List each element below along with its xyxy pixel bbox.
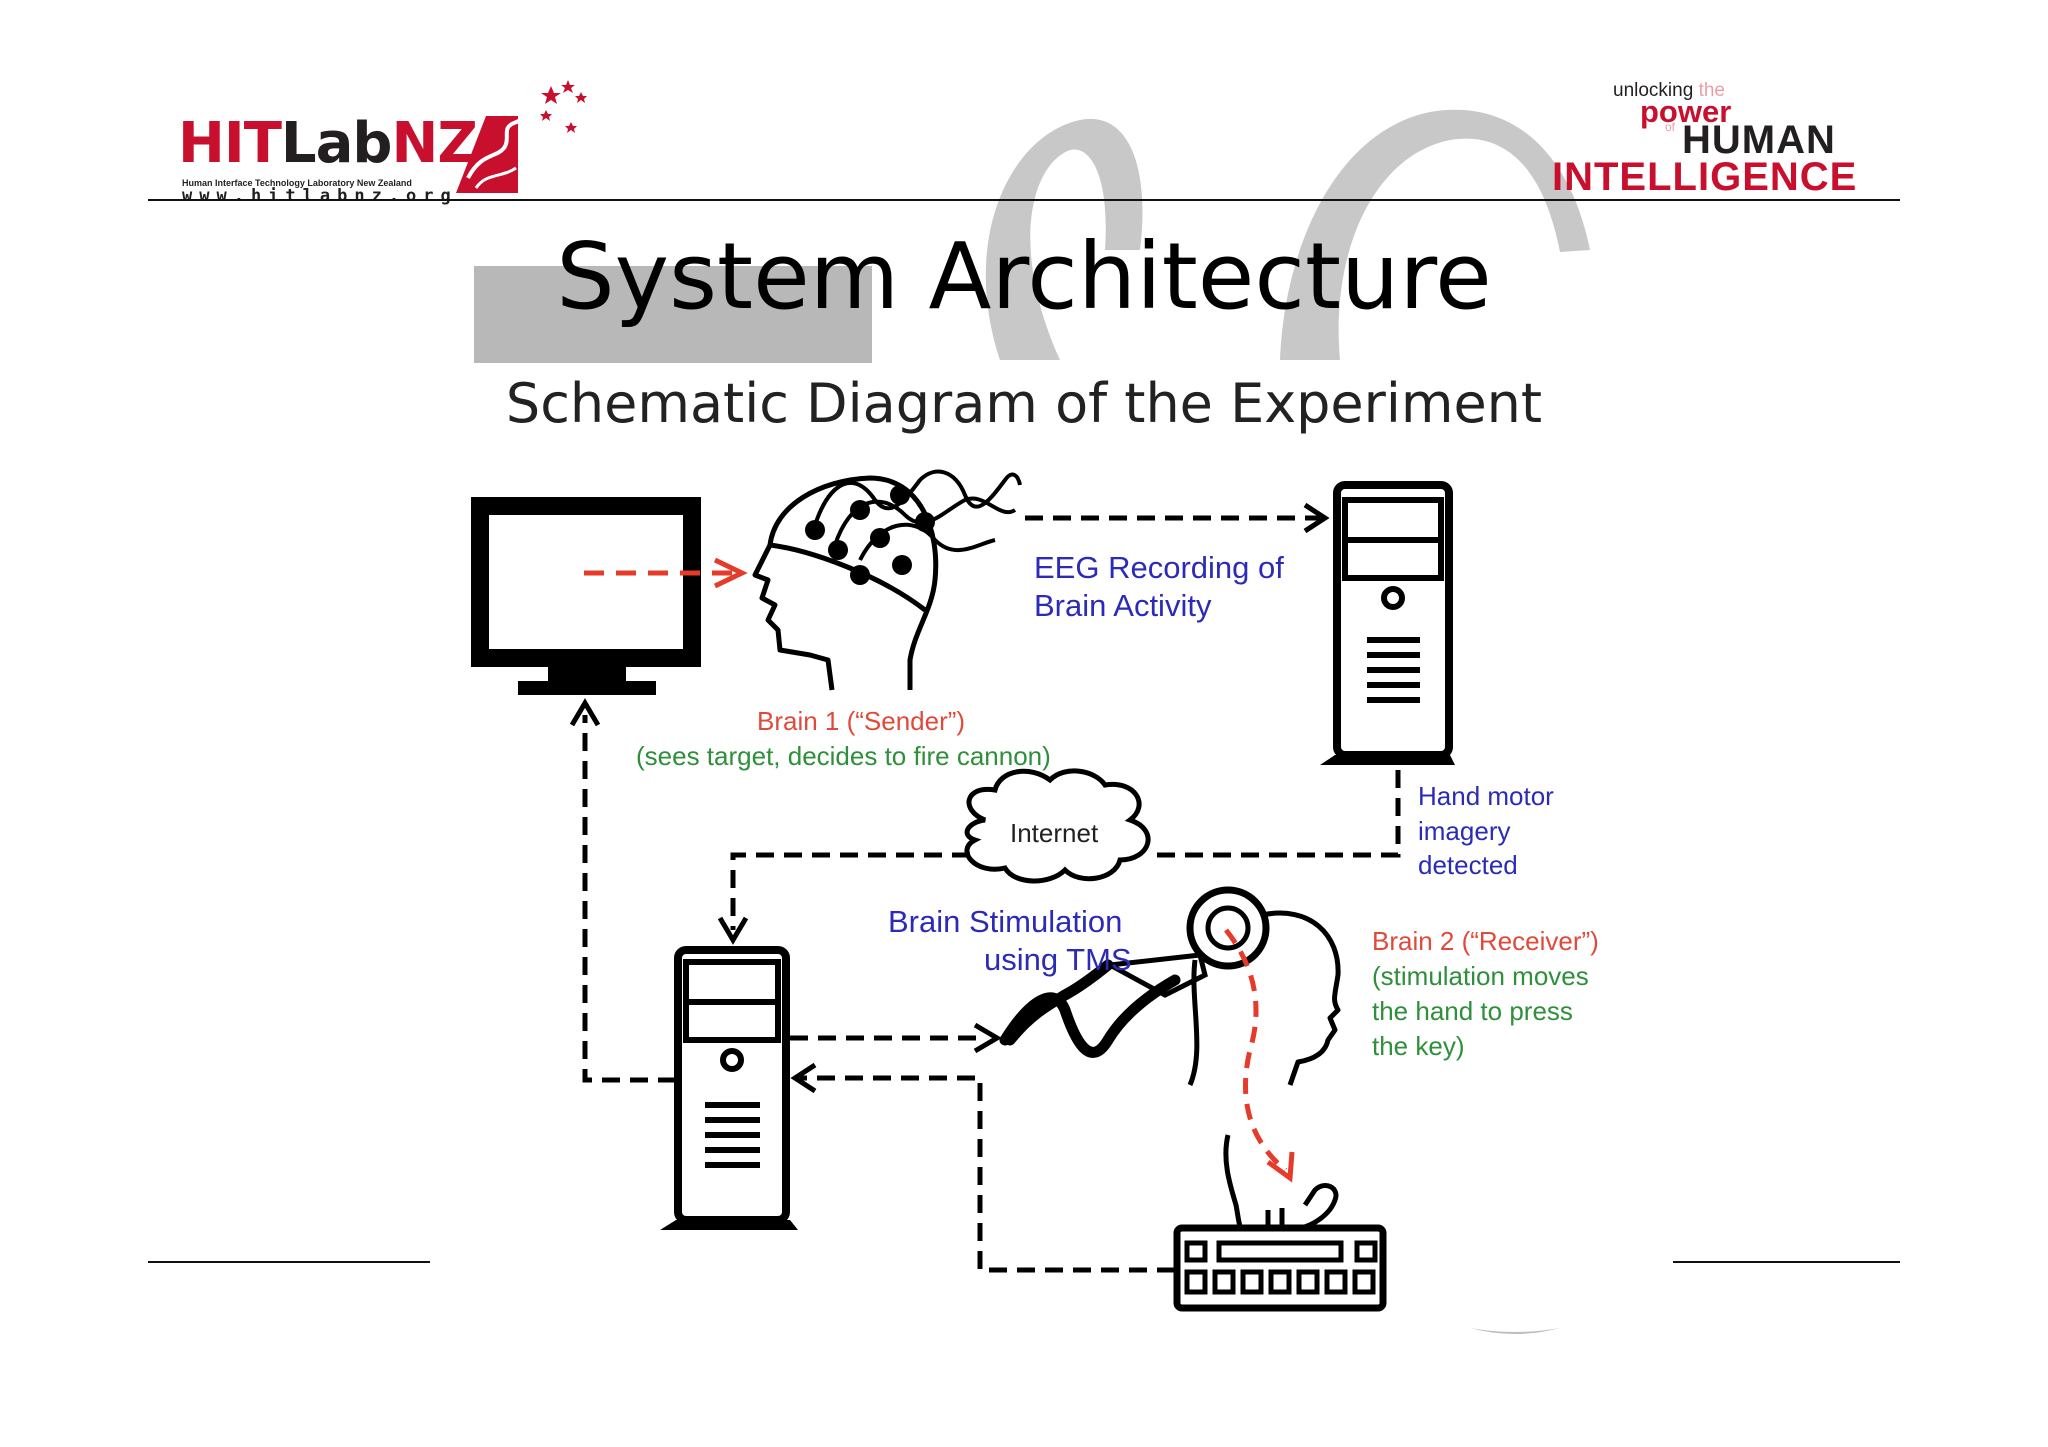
tms-coil-icon bbox=[1004, 886, 1270, 1046]
hand-motor-label-line1: Hand motor bbox=[1418, 781, 1554, 811]
swoosh-left bbox=[985, 118, 1143, 361]
gray-title-bar bbox=[474, 266, 872, 363]
receiver-label: Brain 2 (“Receiver”) bbox=[1372, 926, 1599, 956]
tms-cable-icon bbox=[999, 974, 1181, 1058]
arrowhead-to-tms-computer-return bbox=[790, 1062, 817, 1094]
eeg-electrodes-icon bbox=[805, 469, 1022, 585]
hand-motor-label-line2: imagery bbox=[1418, 816, 1511, 846]
dashed-connectors bbox=[582, 515, 1401, 1273]
brain-activity-label: Brain Activity bbox=[1034, 588, 1212, 623]
logo-figure-icon bbox=[456, 80, 587, 193]
swoosh-right bbox=[1280, 109, 1590, 361]
arrowhead-to-tms-computer bbox=[717, 916, 749, 945]
logo-tagline: Human Interface Technology Laboratory Ne… bbox=[182, 178, 412, 188]
logo-human-text: HUMAN bbox=[1682, 118, 1836, 162]
keypad-icon bbox=[1173, 1224, 1387, 1312]
header-divider bbox=[148, 199, 1900, 201]
footer-divider-left bbox=[148, 1261, 430, 1263]
diagram-subtitle: Schematic Diagram of the Experiment bbox=[505, 372, 1543, 435]
logo-intelligence-text: INTELLIGENCE bbox=[1552, 155, 1858, 199]
logo-url: www.hitlabnz.org bbox=[182, 186, 458, 206]
eeg-recording-label: EEG Recording of bbox=[1034, 550, 1284, 585]
eeg-computer-tower-icon bbox=[1320, 481, 1455, 765]
slide-title: System Architecture bbox=[556, 223, 1492, 330]
logo-power-text: power bbox=[1640, 94, 1732, 129]
receiver-description-line2: the hand to press bbox=[1372, 996, 1573, 1026]
footer-divider-right bbox=[1673, 1261, 1900, 1263]
keyboard-to-tms-computer-line bbox=[800, 1075, 1175, 1273]
hand-motor-label-line3: detected bbox=[1418, 850, 1518, 880]
brain-stimulation-label-line2: using TMS bbox=[984, 942, 1132, 977]
logo-wordmark: HITLabNZ bbox=[178, 116, 478, 172]
human-intelligence-logo: unlocking the power of HUMAN INTELLIGENC… bbox=[1545, 80, 1885, 205]
logo-text-nz: NZ bbox=[391, 111, 477, 176]
hitlabnz-logo: HITLabNZ Human Interface Technology Labo… bbox=[178, 78, 598, 206]
receiver-description-line3: the key) bbox=[1372, 1031, 1465, 1061]
computer-to-internet-line bbox=[1150, 770, 1401, 858]
red-gaze-arrow-icon bbox=[584, 557, 748, 589]
sender-label: Brain 1 (“Sender”) bbox=[757, 706, 966, 736]
internet-label: Internet bbox=[1010, 818, 1099, 848]
logo-text-hit: HIT bbox=[178, 111, 282, 176]
internet-cloud-icon bbox=[964, 768, 1151, 884]
receiver-head-icon bbox=[1187, 910, 1341, 1086]
tms-computer-tower-icon bbox=[660, 946, 798, 1230]
sender-head-icon bbox=[752, 475, 939, 691]
logo-text-lab: Lab bbox=[280, 111, 393, 176]
logo-unlocking-text: unlocking the bbox=[1613, 80, 1725, 101]
arrowhead-to-coil bbox=[973, 1022, 1002, 1054]
receiver-description-line1: (stimulation moves bbox=[1372, 961, 1589, 991]
arrowhead-to-monitor bbox=[569, 698, 601, 727]
red-stimulation-path-icon bbox=[1224, 928, 1295, 1183]
internet-to-tms-computer-line bbox=[730, 852, 970, 930]
arrowhead-to-eeg-computer bbox=[1303, 502, 1330, 534]
brain-stimulation-label-line1: Brain Stimulation bbox=[888, 904, 1123, 939]
sender-description: (sees target, decides to fire cannon) bbox=[636, 741, 1051, 771]
tms-computer-to-monitor-line bbox=[582, 715, 676, 1083]
sender-monitor-icon bbox=[471, 497, 701, 695]
logo-of-text: of bbox=[1665, 120, 1676, 134]
swoosh-bottom bbox=[1470, 1328, 1560, 1334]
arrowheads bbox=[569, 502, 1330, 1094]
